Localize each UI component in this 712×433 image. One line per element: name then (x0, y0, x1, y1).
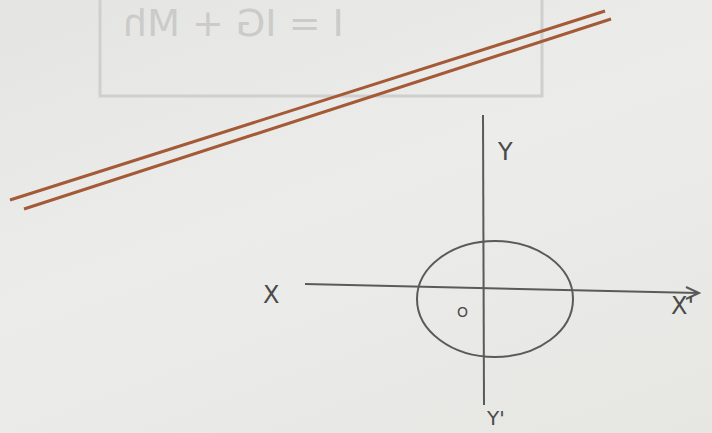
axis-label: Y (497, 140, 514, 164)
brown-line (24, 19, 611, 209)
circle-section (417, 241, 573, 357)
x-axis (305, 284, 698, 293)
faded-formula: I = IG + Mh (122, 4, 345, 42)
axis-label: X (262, 283, 280, 307)
origin-label: O (456, 305, 469, 319)
axis-label: X' (670, 294, 695, 318)
faded-formula-box (100, 0, 542, 96)
y-axis (483, 115, 484, 405)
axis-label: Y' (486, 408, 506, 428)
